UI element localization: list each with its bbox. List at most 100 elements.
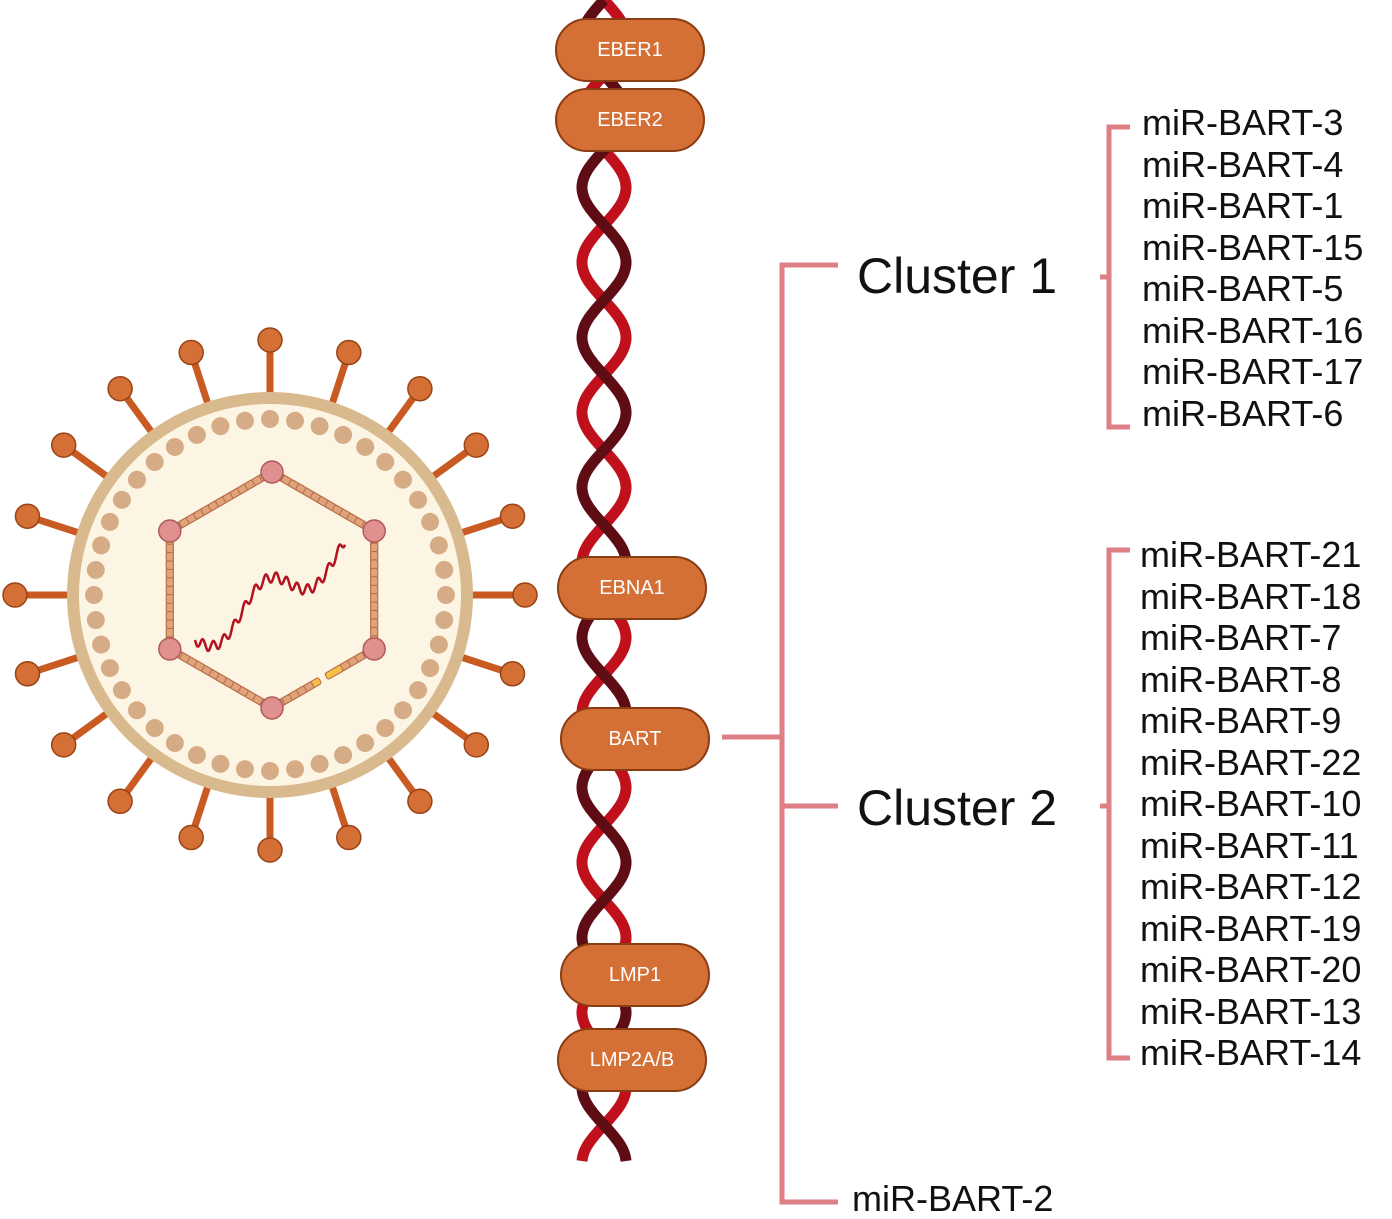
mirna-item: miR-BART-5 — [1142, 268, 1344, 309]
mirna-item: miR-BART-12 — [1140, 866, 1362, 907]
mirna-item: miR-BART-18 — [1140, 575, 1362, 617]
capsid-vertex — [158, 519, 182, 543]
spike-head-icon — [499, 503, 526, 529]
mirna-item: miR-BART-20 — [1140, 949, 1362, 990]
spike-head-icon — [407, 788, 433, 815]
tegument-bead — [165, 437, 184, 456]
bracket-lines — [722, 124, 1130, 1205]
mirna-item: miR-BART-16 — [1142, 309, 1364, 351]
spike-head-icon — [407, 375, 433, 402]
tegument-bead — [376, 452, 395, 471]
spike-head-icon — [14, 661, 41, 687]
mirna-item: miR-BART-15 — [1142, 226, 1364, 268]
tegument-bead — [187, 746, 206, 765]
spike-head-icon — [14, 503, 41, 529]
tegument-bead — [421, 659, 440, 678]
gene-lmp1: LMP1 — [560, 943, 710, 1007]
mirna-item: miR-BART-21 — [1140, 534, 1362, 575]
mirna-item: miR-BART-13 — [1140, 990, 1362, 1032]
cluster-2-bracket — [1100, 547, 1130, 1061]
mirna-item: miR-BART-8 — [1140, 658, 1342, 700]
tegument-bead — [145, 452, 164, 471]
tegument-bead — [85, 586, 103, 604]
tegument-bead — [100, 659, 119, 678]
tegument-bead — [100, 512, 119, 531]
spike-head-icon — [50, 432, 77, 458]
ebv-virion — [2, 327, 538, 863]
mirna-item: miR-BART-22 — [1140, 741, 1362, 783]
spike-head-icon — [107, 788, 133, 815]
spike-head-icon — [107, 375, 133, 402]
main-bracket — [779, 262, 838, 1205]
cluster-2-label: Cluster 2 — [857, 780, 1058, 836]
gene-ebna1: EBNA1 — [557, 556, 707, 620]
viral-dna-strand — [193, 543, 347, 653]
tegument-bead — [211, 417, 230, 436]
mirna-item: miR-BART-10 — [1140, 783, 1362, 824]
mirna-item: miR-BART-6 — [1142, 392, 1344, 434]
gene-eber1: EBER1 — [555, 18, 705, 82]
mirna-item: miR-BART-17 — [1142, 351, 1364, 392]
cluster-1-mirna-list: miR-BART-3 miR-BART-4 miR-BART-1 miR-BAR… — [1142, 102, 1363, 434]
tegument-bead — [145, 719, 164, 738]
spike-head-icon — [178, 339, 204, 366]
tegument-bead — [261, 762, 279, 780]
mirna-item: miR-BART-19 — [1140, 907, 1362, 949]
tegument-bead — [86, 560, 105, 579]
capsid-vertex — [362, 637, 386, 661]
mirna-item: miR-BART-4 — [1142, 143, 1344, 185]
mirna-item: miR-BART-14 — [1140, 1032, 1362, 1073]
gene-bart: BART — [560, 707, 710, 771]
capsid-vertex — [158, 637, 182, 661]
tegument-bead — [356, 734, 375, 753]
tegument-bead — [435, 560, 454, 579]
mirna-bart-2-label: miR-BART-2 — [852, 1178, 1054, 1219]
tegument-bead — [211, 754, 230, 773]
tegument-bead — [286, 760, 305, 779]
tegument-bead — [127, 701, 146, 720]
mirna-item: miR-BART-9 — [1140, 700, 1342, 741]
tegument-bead — [394, 701, 413, 720]
spike-head-icon — [336, 339, 362, 366]
tegument-bead — [421, 512, 440, 531]
tegument-bead — [310, 417, 329, 436]
tegument-bead — [437, 586, 455, 604]
tegument-bead — [429, 536, 448, 555]
tegument-bead — [112, 490, 131, 509]
capsid-vertex — [260, 460, 284, 484]
spike-head-icon — [463, 432, 490, 458]
tegument-bead — [409, 490, 428, 509]
capsid-vertex — [260, 696, 284, 720]
tegument-bead — [286, 411, 305, 430]
cluster-2-mirna-list: miR-BART-21 miR-BART-18 miR-BART-7 miR-B… — [1140, 534, 1361, 1074]
cluster-1-bracket — [1100, 124, 1130, 430]
capsid — [158, 460, 386, 720]
glycoprotein-spikes — [2, 327, 538, 863]
gene-lmp2ab: LMP2A/B — [557, 1028, 707, 1092]
spike-head-icon — [178, 824, 204, 851]
virion-interior — [79, 404, 461, 786]
spike-head-icon — [257, 837, 283, 863]
spike-head-icon — [50, 732, 77, 758]
tegument-bead — [92, 635, 111, 654]
tegument-bead — [310, 754, 329, 773]
mirna-item: miR-BART-11 — [1140, 824, 1359, 866]
tegument-bead — [92, 536, 111, 555]
tegument-bead — [112, 681, 131, 700]
spike-head-icon — [336, 824, 362, 851]
tegument-bead — [334, 746, 353, 765]
spike-head-icon — [512, 582, 538, 608]
spike-head-icon — [499, 661, 526, 687]
tegument-bead — [86, 611, 105, 630]
spike-head-icon — [2, 582, 28, 608]
mirna-item: miR-BART-3 — [1142, 102, 1344, 143]
tegument-bead — [435, 611, 454, 630]
capsid-vertex — [362, 519, 386, 543]
spike-head-icon — [257, 327, 283, 353]
mirna-item: miR-BART-1 — [1142, 185, 1344, 226]
tegument-bead — [187, 425, 206, 444]
mirna-item: miR-BART-7 — [1140, 617, 1342, 658]
tegument-bead — [429, 635, 448, 654]
tegument-bead — [261, 410, 279, 428]
